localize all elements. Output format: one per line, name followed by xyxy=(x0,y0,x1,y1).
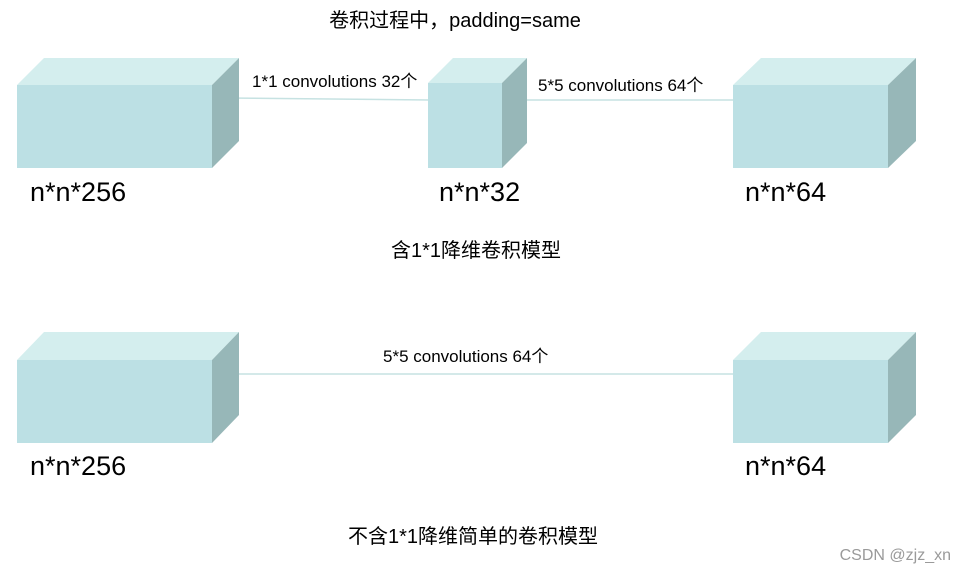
block-dimension-label: n*n*256 xyxy=(30,451,126,481)
feature-map-block xyxy=(428,58,527,168)
connection-label: 1*1 convolutions 32个 xyxy=(252,72,417,91)
block-dimension-label: n*n*64 xyxy=(745,451,826,481)
block-top-face xyxy=(17,58,239,85)
connection-label: 5*5 convolutions 64个 xyxy=(383,347,548,366)
block-front-face xyxy=(17,360,212,443)
feature-map-block xyxy=(17,332,239,443)
block-dimension-label: n*n*64 xyxy=(745,177,826,207)
block-front-face xyxy=(733,360,888,443)
block-front-face xyxy=(17,85,212,168)
diagram-without-reduction: 5*5 convolutions 64个 n*n*256 n*n*64 不含1*… xyxy=(17,332,916,548)
block-side-face xyxy=(888,58,916,168)
diagram-caption: 不含1*1降维简单的卷积模型 xyxy=(348,525,598,548)
block-side-face xyxy=(212,58,239,168)
feature-map-block xyxy=(733,332,916,443)
feature-map-block xyxy=(17,58,239,168)
block-dimension-label: n*n*32 xyxy=(439,177,520,207)
block-top-face xyxy=(17,332,239,360)
block-side-face xyxy=(212,332,239,443)
diagram-with-reduction: 1*1 convolutions 32个 5*5 convolutions 64… xyxy=(17,58,916,262)
block-front-face xyxy=(428,83,502,168)
block-dimension-label: n*n*256 xyxy=(30,177,126,207)
block-top-face xyxy=(733,58,916,85)
page-title: 卷积过程中，padding=same xyxy=(329,9,581,32)
diagram-caption: 含1*1降维卷积模型 xyxy=(391,239,561,262)
block-top-face xyxy=(733,332,916,360)
feature-map-block xyxy=(733,58,916,168)
block-front-face xyxy=(733,85,888,168)
block-top-face xyxy=(428,58,527,83)
connector-line xyxy=(227,97,431,101)
watermark: CSDN @zjz_xn xyxy=(840,547,951,564)
connection-label: 5*5 convolutions 64个 xyxy=(538,76,703,95)
block-side-face xyxy=(502,58,527,168)
block-side-face xyxy=(888,332,916,443)
